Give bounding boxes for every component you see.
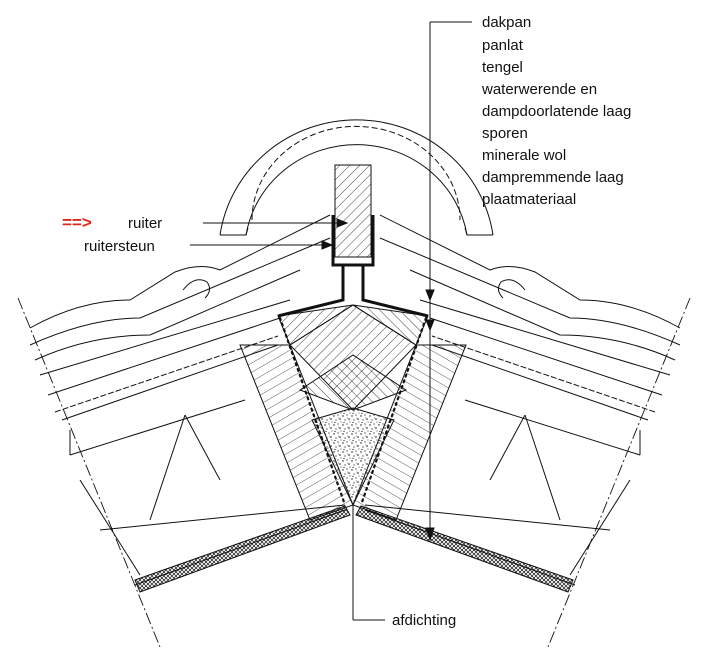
- left-panlat-line: [39, 299, 291, 376]
- left-board-top: [99, 504, 346, 531]
- label-sporen: sporen: [482, 125, 528, 142]
- afdichting-leader: [352, 505, 385, 621]
- label-afdichting: afdichting: [392, 612, 456, 629]
- label-dakpan: dakpan: [482, 14, 531, 31]
- ruiter-leaders: [190, 218, 349, 250]
- left-rafter-bottom: [69, 399, 246, 456]
- left-truss-lines: [149, 414, 221, 521]
- ridge-tile-dashed: [251, 125, 461, 221]
- label-dampdoorlatende: dampdoorlatende laag: [482, 103, 631, 120]
- left-section-line: [17, 297, 161, 648]
- ridge-tile-outer: [219, 119, 494, 236]
- right-board-top: [364, 504, 611, 531]
- right-truss-lines: [489, 414, 561, 521]
- label-ruiter: ruiter: [128, 215, 162, 232]
- left-tile-profile-mid: [29, 237, 331, 346]
- left-membrane-line: [54, 335, 279, 413]
- left-tile-profile-top: [29, 214, 331, 329]
- label-minerale-wol: minerale wol: [482, 147, 566, 164]
- right-roof-layers: [364, 214, 681, 586]
- label-panlat: panlat: [482, 37, 524, 54]
- red-arrow-indicator: ==>: [62, 213, 92, 232]
- right-tile-profile-top: [379, 214, 681, 329]
- ridge-insulation: [239, 304, 467, 521]
- right-rafter-bottom: [464, 399, 641, 456]
- ridge-tile: [219, 119, 494, 236]
- tile-hooks: [182, 279, 526, 299]
- ridge-tile-inner: [245, 144, 468, 236]
- left-tile-profile-low: [34, 269, 301, 361]
- right-panlat-line: [419, 299, 671, 376]
- right-section-line: [547, 297, 691, 648]
- plaatmateriaal-boards: [134, 505, 574, 593]
- left-tengel-line: [47, 317, 281, 396]
- layer-label-list: dakpan panlat tengel waterwerende en dam…: [481, 14, 631, 208]
- left-rafter-top: [61, 344, 279, 421]
- right-tile-profile-low: [409, 269, 676, 361]
- label-ruitersteun: ruitersteun: [84, 238, 155, 255]
- right-tile-profile-mid: [379, 237, 681, 346]
- ruiter-batten: [334, 164, 372, 258]
- ruitersteun-bracket: [277, 215, 429, 318]
- afdichting-seal: [311, 407, 395, 507]
- right-membrane-line: [431, 335, 656, 413]
- label-dampremmende: dampremmende laag: [482, 169, 624, 186]
- label-tengel: tengel: [482, 59, 523, 76]
- right-rafter-top: [431, 344, 649, 421]
- label-waterwerende: waterwerende en: [481, 81, 597, 98]
- vapor-dots: [278, 316, 428, 507]
- right-tengel-line: [429, 317, 663, 396]
- label-plaatmateriaal: plaatmateriaal: [482, 191, 576, 208]
- layer-leader: [425, 21, 472, 542]
